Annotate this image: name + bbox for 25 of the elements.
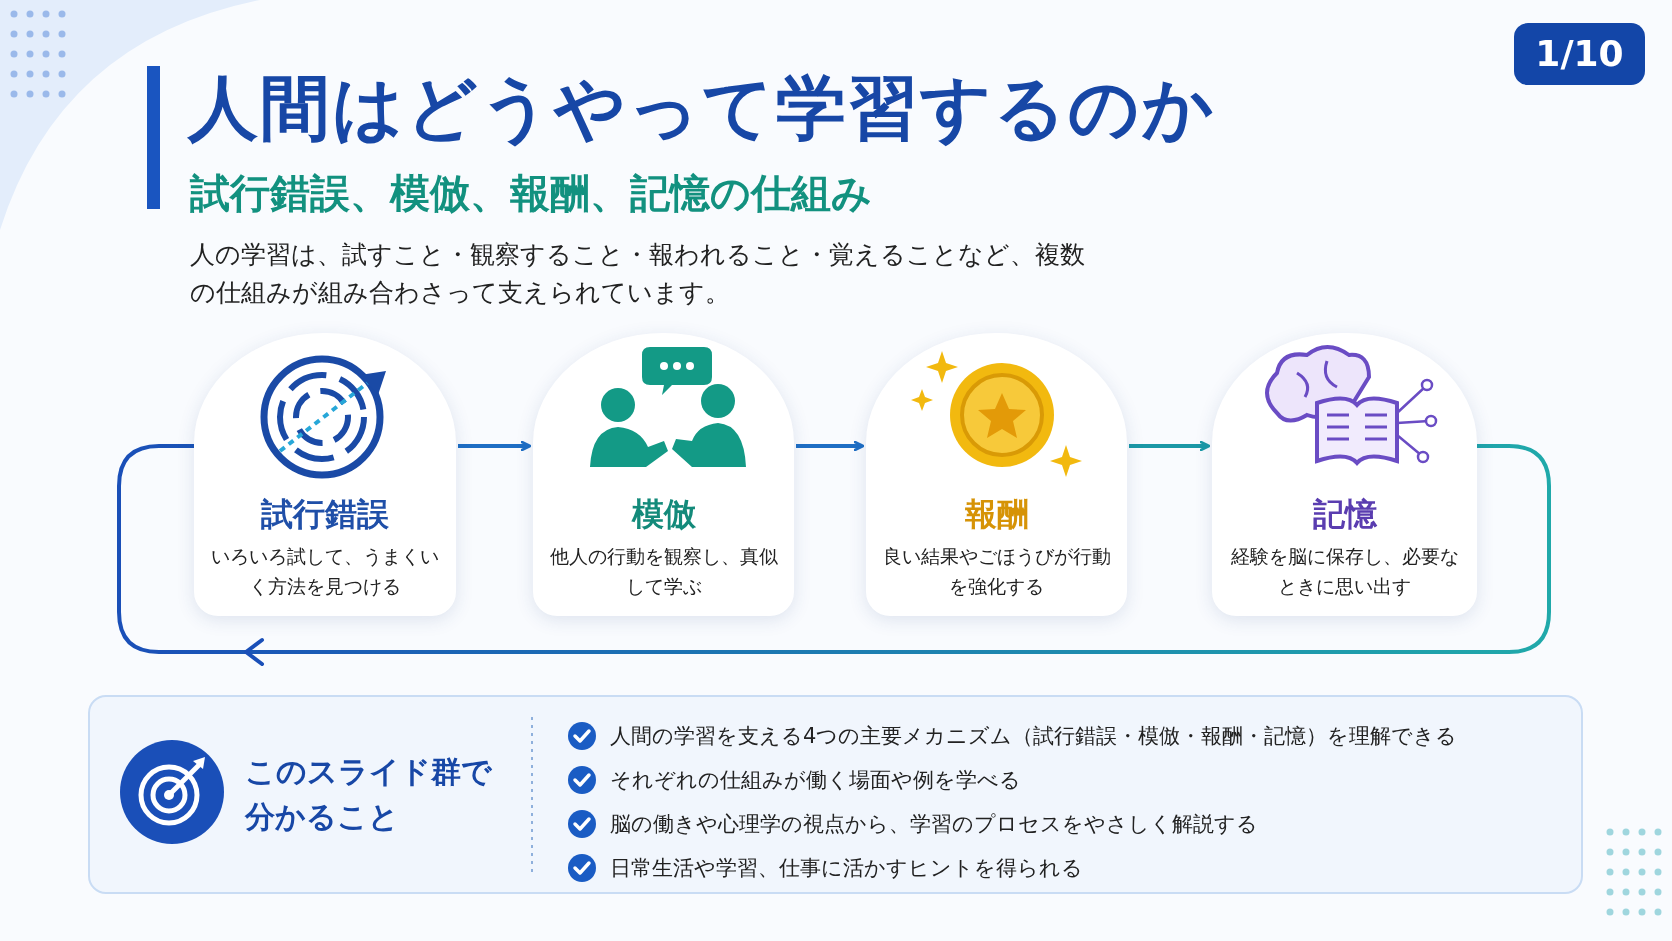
bullet-text: 人間の学習を支える4つの主要メカニズム（試行錯誤・模倣・報酬・記憶）を理解できる bbox=[610, 723, 1458, 750]
panel-heading: このスライド群で分かること bbox=[245, 753, 493, 836]
card-heading: 模倣 bbox=[630, 494, 697, 535]
bullet-text: それぞれの仕組みが働く場面や例を学べる bbox=[610, 767, 1021, 794]
process-card bbox=[194, 333, 456, 616]
arrow bbox=[1129, 440, 1211, 452]
process-card bbox=[1212, 333, 1477, 616]
process-card bbox=[866, 333, 1127, 616]
intro-text: 人の学習は、試すこと・観察すること・報われること・覚えることなど、複数の仕組みが組み合わさって支えられています。 bbox=[190, 239, 1086, 309]
process-card bbox=[533, 333, 794, 616]
subtitle: 試行錯誤、模倣、報酬、記憶の仕組み bbox=[190, 169, 872, 218]
arrow bbox=[458, 440, 532, 452]
card-description: 経験を脳に保存し、必要なときに思い出す bbox=[1229, 544, 1460, 599]
card-description: 良い結果やごほうびが行動を強化する bbox=[881, 544, 1112, 599]
card-description: いろいろ試して、うまくいく方法を見つける bbox=[210, 544, 440, 599]
summary-panel bbox=[88, 695, 1583, 894]
page-number-badge: 1/10 bbox=[1514, 23, 1645, 85]
bullet-text: 日常生活や学習、仕事に活かすヒントを得られる bbox=[610, 855, 1083, 882]
card-heading: 報酬 bbox=[963, 494, 1030, 535]
card-heading: 記憶 bbox=[1311, 494, 1378, 535]
card-description: 他人の行動を観察し、真似して学ぶ bbox=[548, 544, 779, 599]
bullet-text: 脳の働きや心理学の視点から、学習のプロセスをやさしく解説する bbox=[610, 811, 1258, 838]
slide-title: 人間はどうやって学習するのか bbox=[188, 66, 1216, 151]
card-heading: 試行錯誤 bbox=[260, 494, 390, 535]
arrow bbox=[796, 440, 865, 452]
